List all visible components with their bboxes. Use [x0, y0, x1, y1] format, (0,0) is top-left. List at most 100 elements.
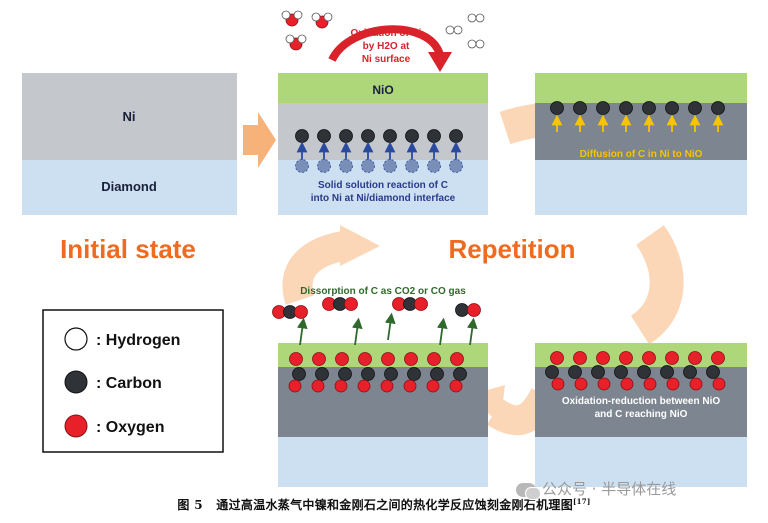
oxygen-atom: [711, 351, 725, 365]
oxygen-atom: [312, 352, 326, 366]
carbon-atom: [688, 101, 702, 115]
panel-step3: Oxidation-reduction between NiO and C re…: [535, 343, 747, 487]
cycle-arrowhead-left: [340, 225, 380, 266]
water-hydrogen-atom: [297, 34, 307, 44]
watermark-text: 公众号 · 半导体在线: [542, 480, 677, 498]
arrow-initial-to-step1: [243, 112, 276, 168]
initial-state-title: Initial state: [60, 234, 196, 264]
oxygen-atom: [450, 352, 464, 366]
oxygen-atom: [311, 379, 325, 393]
cycle-arrow-left: [282, 230, 353, 305]
oxygen-atom: [643, 377, 657, 391]
desorption-arrow: [466, 317, 478, 346]
oxygen-atom: [288, 379, 302, 393]
carbon-atom: [711, 101, 725, 115]
oxidation-label-line2: by H2O at: [363, 41, 410, 52]
hydrogen-atom: [467, 39, 477, 49]
legend: : Hydrogen : Carbon : Oxygen: [42, 309, 224, 453]
ni-layer: [535, 103, 747, 160]
repetition-title: Repetition: [448, 234, 575, 264]
oxygen-atom: [597, 377, 611, 391]
carbon-atom: [706, 365, 720, 379]
oxygen-atom: [381, 352, 395, 366]
dissolving-carbon-atom: [405, 159, 419, 173]
carbon-atom: [573, 101, 587, 115]
carbon-atom: [317, 129, 331, 143]
oxygen-atom: [665, 351, 679, 365]
atoms-layer: [272, 10, 726, 393]
carbon-atom: [295, 129, 309, 143]
nio-label: NiO: [372, 83, 393, 97]
carbon-atom: [315, 367, 329, 381]
carbon-atom: [550, 101, 564, 115]
figure-number: 图 5: [177, 498, 203, 512]
redox-label-line2: and C reaching NiO: [595, 409, 688, 420]
diamond-layer: [278, 437, 488, 487]
co2-oxygen-atom: [414, 297, 428, 311]
carbon-atom: [361, 367, 375, 381]
water-hydrogen-atom: [293, 10, 303, 20]
oxygen-atom: [427, 352, 441, 366]
water-hydrogen-atom: [311, 12, 321, 22]
panel-step4: Dissorption of C as CO2 or CO gas: [278, 286, 488, 487]
desorption-arrow: [351, 317, 363, 346]
oxygen-atom: [551, 377, 565, 391]
carbon-atom: [545, 365, 559, 379]
oxygen-atom: [404, 352, 418, 366]
carbon-atom: [619, 101, 633, 115]
oxygen-atom: [289, 352, 303, 366]
reaction-label-line2: into Ni at Ni/diamond interface: [311, 193, 456, 204]
carbon-atom: [453, 367, 467, 381]
oxygen-atom: [573, 351, 587, 365]
oxygen-atom: [449, 379, 463, 393]
co-oxygen-atom: [467, 303, 481, 317]
dissolving-carbon-atom: [317, 159, 331, 173]
oxygen-atom: [380, 379, 394, 393]
oxygen-atom: [689, 377, 703, 391]
hydrogen-atom: [475, 13, 485, 23]
oxidation-label-line1: Oxidation of Ni: [350, 28, 421, 39]
figure-caption: 图 5 通过高温水蒸气中镍和金刚石之间的热化学反应蚀刻金刚石机理图[17]: [0, 496, 768, 513]
oxygen-atom: [712, 377, 726, 391]
oxygen-atom: [574, 377, 588, 391]
panel-step1: NiO Solid solution reaction of C into Ni…: [278, 73, 488, 215]
figure-reference: [17]: [573, 497, 591, 506]
hydrogen-symbol-icon: [64, 327, 88, 351]
carbon-atom: [660, 365, 674, 379]
wechat-icon: [516, 482, 541, 500]
carbon-atom: [449, 129, 463, 143]
diamond-layer: [535, 437, 747, 487]
oxygen-atom: [334, 379, 348, 393]
oxidation-label-line3: Ni surface: [362, 54, 411, 65]
oxygen-symbol-icon: [64, 414, 88, 438]
dissolving-carbon-atom: [295, 159, 309, 173]
water-hydrogen-atom: [281, 10, 291, 20]
oxygen-atom: [426, 379, 440, 393]
redox-label-line1: Oxidation-reduction between NiO: [562, 396, 721, 407]
nio-layer: [535, 73, 747, 103]
carbon-atom: [614, 365, 628, 379]
diffusion-label: Diffusion of C in Ni to NiO: [580, 149, 703, 160]
oxygen-atom: [357, 379, 371, 393]
co2-oxygen-atom: [294, 305, 308, 319]
ni-layer: [22, 73, 237, 160]
carbon-atom: [361, 129, 375, 143]
oxygen-atom: [642, 351, 656, 365]
hydrogen-atom: [467, 13, 477, 23]
carbon-symbol-icon: [64, 370, 88, 394]
desorption-label: Dissorption of C as CO2 or CO gas: [300, 286, 466, 297]
figure-caption-text: 通过高温水蒸气中镍和金刚石之间的热化学反应蚀刻金刚石机理图: [216, 498, 573, 512]
diamond-layer: [22, 160, 237, 215]
dissolving-carbon-atom: [339, 159, 353, 173]
carbon-atom: [427, 129, 441, 143]
carbon-atom: [292, 367, 306, 381]
oxygen-atom: [596, 351, 610, 365]
reaction-label-line1: Solid solution reaction of C: [318, 180, 448, 191]
ni-layer: [278, 367, 488, 437]
water-hydrogen-atom: [323, 12, 333, 22]
legend-oxygen-label: : Oxygen: [96, 419, 164, 436]
carbon-atom: [405, 129, 419, 143]
desorption-label-text: Dissorption of C as CO2 or CO gas: [300, 286, 466, 297]
nio-layer: [278, 73, 488, 103]
